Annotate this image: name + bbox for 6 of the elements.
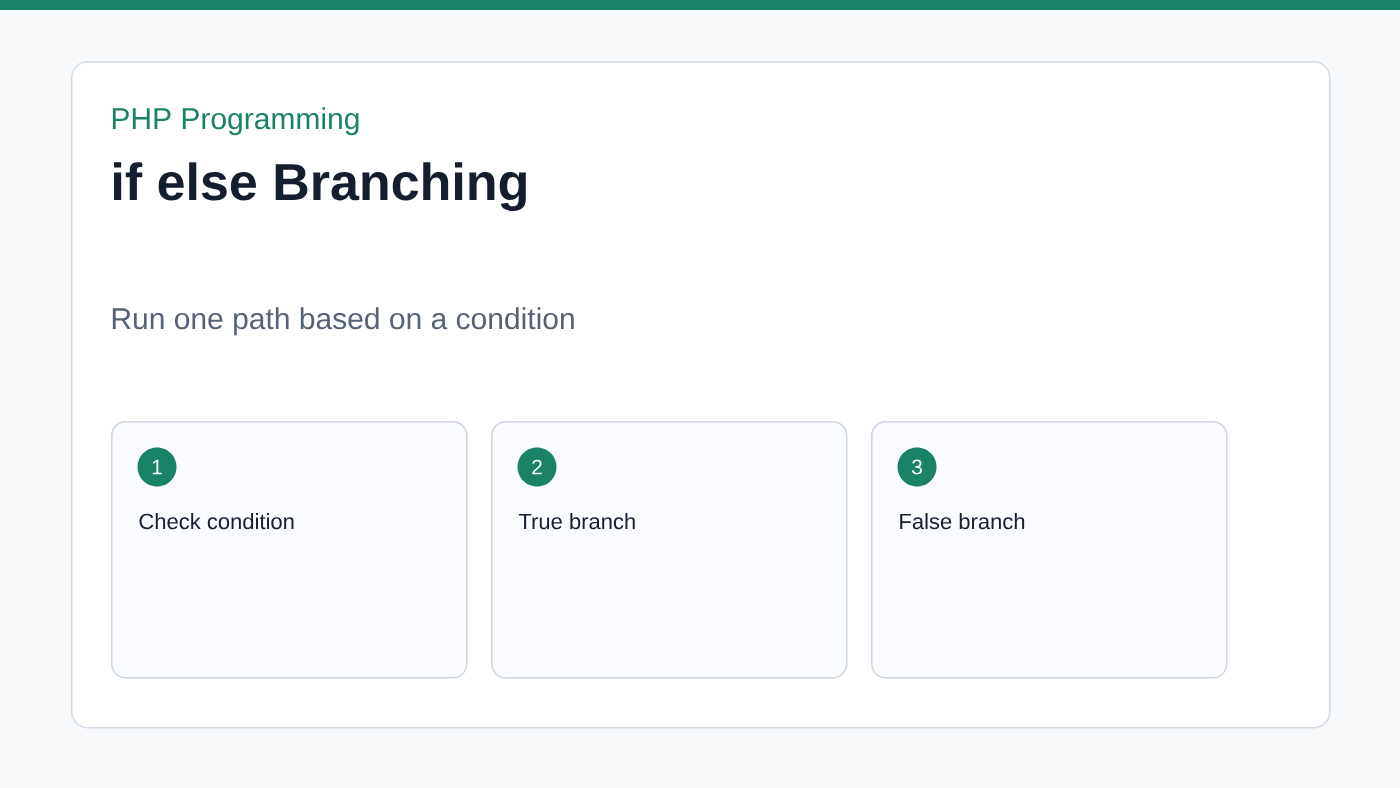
subtitle: Run one path based on a condition [112, 307, 574, 336]
step-label: True branch [518, 513, 635, 530]
step-label: Check condition [139, 513, 294, 530]
kicker-text: PHP Programming [112, 107, 359, 136]
step-label: False branch [900, 513, 1025, 530]
heading: if else Branching [114, 162, 526, 211]
